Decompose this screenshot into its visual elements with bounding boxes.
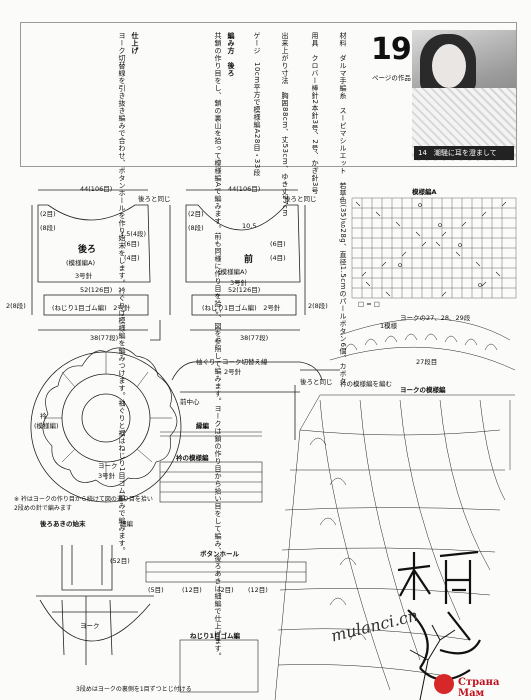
- yoke-crochet-fans: [309, 333, 498, 641]
- back-dim-3: (6目): [124, 240, 140, 248]
- front-bottom-width: 52(126目): [228, 286, 261, 294]
- header-frame: [20, 22, 517, 167]
- front-pattern: (模様編A): [218, 268, 248, 276]
- corner-logo: Страна Мам: [432, 672, 528, 699]
- back-opening-diagram: [36, 545, 154, 665]
- buttonhole-count-2: (12目): [182, 586, 202, 594]
- logo-mark-icon: [434, 674, 454, 694]
- front-top-width: 44(106目): [228, 185, 261, 193]
- tree-silhouette: [409, 624, 456, 700]
- buttonhole-label: ボタンホール: [200, 550, 239, 558]
- calligraphy-watermark: [397, 550, 481, 681]
- chart-a-yoke-rows: ヨークの27、28、29段: [400, 314, 471, 322]
- buttonhole-count-4: (12目): [248, 586, 268, 594]
- front-dim-3: (6目): [270, 240, 286, 248]
- back-piece-outline: [31, 189, 151, 331]
- chart-a-collar-start: 衿の模様編を編む: [340, 380, 392, 388]
- chain-edging-label: 縁編: [196, 422, 209, 430]
- collar-pattern: (模様編): [34, 422, 59, 430]
- yoke-needle: 3号針: [98, 472, 116, 480]
- yoke-flower: [30, 347, 182, 503]
- front-hem-height: 2(8段): [308, 302, 328, 310]
- front-dim-4: (4目): [270, 254, 286, 262]
- back-dim-1: (2目): [40, 210, 56, 218]
- chart-a-title: 模様編A: [412, 188, 437, 196]
- back-shoulder-note: 後ろと同じ: [138, 195, 171, 203]
- yoke-label: ヨーク: [98, 462, 118, 470]
- sleeve-edge-diagram: [171, 361, 340, 440]
- pattern-number: 19: [371, 32, 412, 67]
- yoke-label-2: ヨーク: [80, 622, 100, 630]
- back-dim-4: (4目): [124, 254, 140, 262]
- tools-text: 用具 クロバー棒針2本針3号、2号、かぎ針3号: [311, 32, 319, 195]
- finish-title: 仕上げ: [131, 32, 139, 55]
- logo-text: Страна Мам: [458, 677, 500, 699]
- back-needle: 3号針: [75, 272, 93, 280]
- back-title: 後ろ: [78, 245, 97, 255]
- back-hem-height: 2(8段): [6, 302, 26, 310]
- buttonhole-count-1: (5目): [148, 586, 164, 594]
- front-piece-outline: [169, 189, 306, 331]
- front-dim-1: (2目): [188, 210, 204, 218]
- front-needle: 3号針: [230, 279, 248, 287]
- page-ref: ページの作品: [372, 74, 411, 82]
- back-dim-2: (8段): [40, 224, 56, 232]
- buttonhole-count-3: (2目): [218, 586, 234, 594]
- yoke-stitch-count: (52目): [110, 557, 130, 565]
- sleeve-label: 袖ぐり ヨーク切替え線: [196, 358, 268, 366]
- back-opening-label: 後ろあきの始末: [40, 520, 86, 528]
- front-title: 前: [244, 255, 254, 265]
- back-hem-label: (ねじり1目ゴム編) 2号針: [52, 304, 131, 312]
- front-shoulder-note: 後ろと同じ: [284, 195, 317, 203]
- front-center-depth: 10.5: [242, 222, 257, 230]
- collar-pattern-label: 衿の模様編: [176, 454, 209, 462]
- gauge-text: ゲージ 10cm平方で模様編A28目・33段: [253, 32, 261, 177]
- back-armhole: 1.5(4段): [120, 230, 147, 238]
- edging-chart-lines: [145, 431, 307, 693]
- front-hem-label: (ねじり1目ゴム編) 2号針: [202, 304, 281, 312]
- collar-label: 衿: [40, 412, 47, 420]
- back-opening-sub: 細編: [120, 520, 133, 528]
- chart-a-repeat: 1模様: [380, 322, 398, 330]
- back-side-len: 38(77段): [90, 334, 119, 342]
- chart-a-grid: [351, 197, 517, 299]
- front-dim-2: (8段): [188, 224, 204, 232]
- rib-note: 3段めはヨークの裏側を1目ずつとじ付ける: [76, 686, 192, 693]
- sleeve-fits: 後ろと同じ: [300, 378, 333, 386]
- chart-a-yoke-pattern: ヨークの模様編: [400, 386, 446, 394]
- chart-a-symbols: [355, 201, 507, 297]
- back-top-width: 44(106目): [80, 185, 113, 193]
- collar-note: ※ 衿はヨークの作り目から続けて図の通り目を拾い2段めの針で編みます: [14, 496, 153, 512]
- chart-a-legend: □ = □: [358, 300, 380, 308]
- yoke-crochet-chart: [274, 318, 516, 700]
- sleeve-needle: 2号針: [224, 368, 242, 376]
- front-side-len: 38(77段): [240, 334, 269, 342]
- rib-label: ねじり1目ゴム編: [190, 632, 241, 640]
- back-bottom-width: 52(126目): [80, 286, 113, 294]
- photo-caption: 14 潮騒に耳を澄まして: [414, 146, 514, 160]
- back-pattern: (模様編A): [66, 259, 96, 267]
- chart-a-extra: 27段目: [416, 358, 438, 366]
- sleeve-center: 前中心: [180, 398, 200, 406]
- model-face: [432, 44, 466, 88]
